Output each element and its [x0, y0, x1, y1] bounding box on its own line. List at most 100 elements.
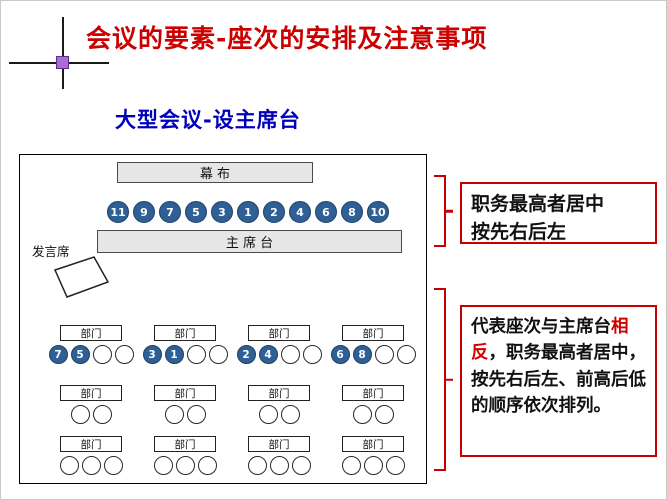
empty-seat — [291, 456, 311, 475]
department-box: 部门 — [60, 325, 122, 341]
section-seat-row — [59, 456, 123, 475]
rostrum-seat: 8 — [341, 201, 363, 223]
cursor-grip-square — [56, 56, 69, 69]
section-seat-row — [341, 456, 405, 475]
department-box: 部门 — [60, 385, 122, 401]
department-section: 部门 — [234, 436, 324, 475]
section-seat-row — [352, 405, 394, 424]
empty-seat — [385, 456, 405, 475]
empty-seat — [114, 345, 134, 364]
crosshair-vertical-line — [62, 17, 64, 89]
empty-seat — [258, 405, 278, 424]
rostrum-label: 主 席 台 — [225, 236, 274, 251]
note-box-rostrum-rule: 职务最高者居中 按先右后左 — [460, 182, 657, 244]
empty-seat — [186, 345, 206, 364]
section-title: 大型会议-设主席台 — [115, 108, 301, 132]
department-box: 部门 — [154, 385, 216, 401]
numbered-seat: 4 — [258, 345, 278, 364]
department-section: 部门 — [328, 385, 418, 424]
department-section: 部门 — [140, 385, 230, 424]
speaker-podium-shape — [53, 256, 110, 298]
department-section: 部门 — [46, 436, 136, 475]
note-text-segment: 代表座次与主席台 — [471, 317, 611, 337]
brace-rostrum — [434, 175, 446, 247]
department-box: 部门 — [342, 385, 404, 401]
empty-seat — [92, 405, 112, 424]
rostrum-seat: 7 — [159, 201, 181, 223]
note-box-audience-rule: 代表座次与主席台相反，职务最高者居中，按先右后左、前高后低的顺序依次排列。 — [460, 305, 657, 457]
department-section: 部门 — [328, 436, 418, 475]
rostrum-seat: 2 — [263, 201, 285, 223]
empty-seat — [280, 405, 300, 424]
numbered-seat: 7 — [48, 345, 68, 364]
speaker-seat-label: 发言席 — [32, 244, 70, 259]
department-box: 部门 — [342, 325, 404, 341]
note-text-segment: 相反 — [471, 317, 629, 364]
department-box: 部门 — [60, 436, 122, 452]
section-seat-row — [70, 405, 112, 424]
empty-seat — [280, 345, 300, 364]
curtain-label: 幕 布 — [199, 167, 231, 182]
empty-seat — [81, 456, 101, 475]
audience-row: 部门 部门 部门 部门 — [46, 385, 418, 424]
rostrum-seat: 11 — [107, 201, 129, 223]
numbered-seat: 6 — [330, 345, 350, 364]
empty-seat — [374, 345, 394, 364]
rostrum-seat: 1 — [237, 201, 259, 223]
empty-seat — [352, 405, 372, 424]
empty-seat — [92, 345, 112, 364]
numbered-seat: 8 — [352, 345, 372, 364]
department-box: 部门 — [342, 436, 404, 452]
empty-seat — [374, 405, 394, 424]
empty-seat — [302, 345, 322, 364]
empty-seat — [197, 456, 217, 475]
department-section: 部门 — [234, 385, 324, 424]
empty-seat — [59, 456, 79, 475]
rostrum-box: 主 席 台 — [97, 230, 402, 253]
curtain-box: 幕 布 — [117, 162, 313, 183]
department-box: 部门 — [154, 436, 216, 452]
section-seat-row — [247, 456, 311, 475]
numbered-seat: 2 — [236, 345, 256, 364]
note-reverse-text: 代表座次与主席台相反，职务最高者居中，按先右后左、前高后低的顺序依次排列。 — [471, 314, 646, 419]
empty-seat — [363, 456, 383, 475]
empty-seat — [269, 456, 289, 475]
empty-seat — [164, 405, 184, 424]
rostrum-seat: 3 — [211, 201, 233, 223]
department-section: 部门 — [140, 436, 230, 475]
page-title: 会议的要素-座次的安排及注意事项 — [86, 24, 488, 53]
rostrum-seat: 6 — [315, 201, 337, 223]
empty-seat — [103, 456, 123, 475]
brace-audience — [434, 288, 446, 471]
rostrum-seat: 10 — [367, 201, 389, 223]
rostrum-seat: 5 — [185, 201, 207, 223]
empty-seat — [247, 456, 267, 475]
department-box: 部门 — [248, 385, 310, 401]
note-line: 职务最高者居中 — [471, 193, 605, 215]
rostrum-seat: 9 — [133, 201, 155, 223]
department-box: 部门 — [248, 325, 310, 341]
department-section: 部门 — [46, 385, 136, 424]
numbered-seat: 3 — [142, 345, 162, 364]
numbered-seat: 1 — [164, 345, 184, 364]
note-text-segment: ，职务最高者居中，按先右后左、前高后低的顺序依次排列。 — [471, 343, 646, 416]
empty-seat — [186, 405, 206, 424]
empty-seat — [341, 456, 361, 475]
empty-seat — [70, 405, 90, 424]
note-line: 按先右后左 — [471, 220, 567, 243]
empty-seat — [208, 345, 228, 364]
department-box: 部门 — [154, 325, 216, 341]
empty-seat — [396, 345, 416, 364]
audience-row: 部门 部门 部门 部门 — [46, 436, 418, 475]
